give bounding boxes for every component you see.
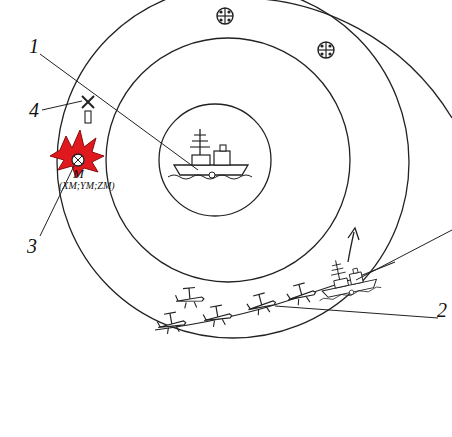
callout-number: 3 xyxy=(26,236,38,256)
aim-marker xyxy=(82,96,94,123)
leader-line xyxy=(40,54,198,170)
point-name: M xyxy=(72,167,85,180)
search-arc xyxy=(232,0,452,118)
inner-zone xyxy=(159,104,271,216)
leader-line xyxy=(356,230,452,280)
callout-number: 2 xyxy=(436,300,448,320)
arrow-head xyxy=(348,228,359,240)
leader-line xyxy=(42,101,82,110)
coordinates-label: (XM;YM;ZM) xyxy=(58,181,116,191)
callout-number: 4 xyxy=(28,100,40,120)
mine-point xyxy=(72,154,84,166)
outer-zone xyxy=(57,0,409,338)
callout-number: 1 xyxy=(28,36,40,56)
leader-line xyxy=(40,166,74,236)
middle-zone xyxy=(106,38,350,282)
leader-line xyxy=(275,306,438,318)
